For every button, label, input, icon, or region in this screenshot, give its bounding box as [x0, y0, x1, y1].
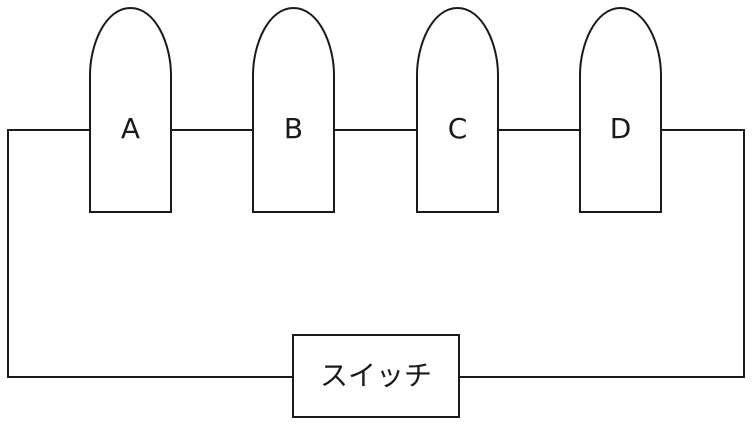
- switch: スイッチ: [292, 334, 460, 418]
- bulb-c-label: C: [448, 112, 468, 145]
- bulb-a: A: [89, 6, 172, 213]
- bulb-d-shape: [579, 6, 662, 213]
- bulb-b-label: B: [284, 112, 303, 145]
- switch-label: スイッチ: [320, 359, 432, 392]
- bulb-c-shape: [416, 6, 499, 213]
- bulb-d: D: [579, 6, 662, 213]
- bulb-a-shape: [89, 6, 172, 213]
- wire-left-loop: [7, 129, 293, 378]
- bulb-c: C: [416, 6, 499, 213]
- switch-box: [292, 334, 460, 418]
- circuit-wires: [7, 129, 745, 378]
- bulb-a-label: A: [121, 112, 140, 145]
- bulb-d-label: D: [610, 112, 632, 145]
- bulb-b: B: [252, 6, 335, 213]
- bulb-b-shape: [252, 6, 335, 213]
- wire-right-loop: [459, 129, 745, 378]
